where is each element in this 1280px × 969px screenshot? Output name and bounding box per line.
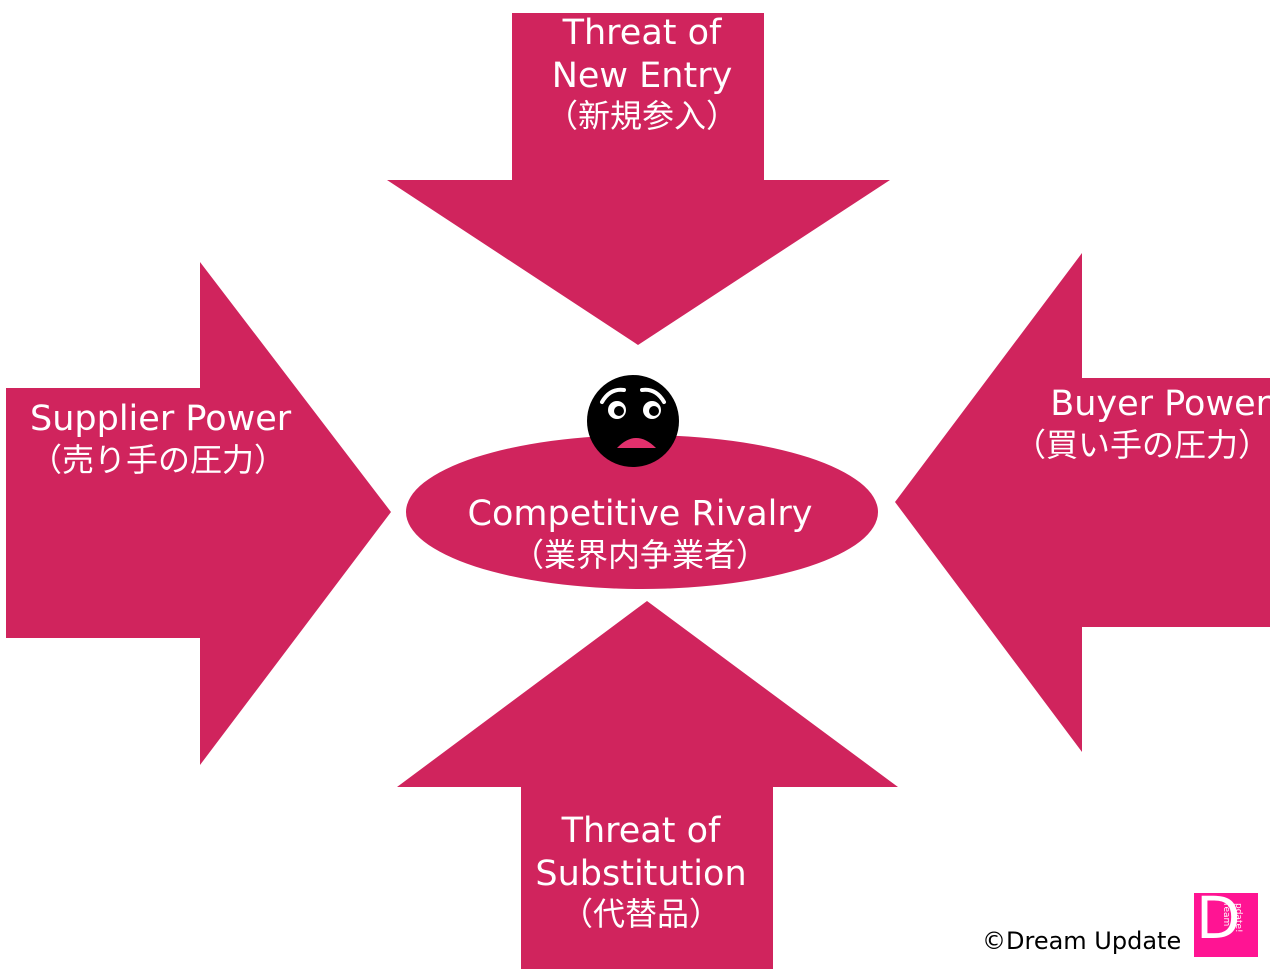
center-ellipse	[406, 435, 878, 589]
bottom-arrow	[397, 601, 898, 969]
right-force-japanese: （買い手の圧力）	[1013, 425, 1270, 464]
left-force-title: Supplier Power	[30, 399, 292, 439]
top-force-title-line1: Threat of	[562, 13, 722, 53]
left-arrow	[6, 262, 391, 765]
top-arrow	[387, 13, 890, 345]
top-force-title-line2: New Entry	[551, 55, 733, 96]
center-force-label: Competitive Rivalry （業界内争業者）	[420, 493, 860, 575]
bottom-force-japanese: （代替品）	[560, 895, 721, 934]
logo-text-line2: pdate!	[1232, 903, 1243, 933]
logo-text-line1: ream	[1220, 903, 1231, 927]
center-force-title: Competitive Rivalry	[467, 494, 813, 534]
left-force-japanese: （売り手の圧力）	[30, 440, 287, 479]
right-force-title: Buyer Power	[1050, 384, 1270, 424]
bottom-force-title-line2: Substitution	[535, 853, 747, 894]
center-force-japanese: （業界内争業者）	[511, 535, 768, 574]
left-force-label: Supplier Power （売り手の圧力）	[20, 398, 320, 480]
top-force-japanese: （新規参入）	[545, 97, 738, 136]
worried-face-icon	[587, 375, 679, 467]
dream-update-logo: D ream pdate!	[1194, 889, 1258, 957]
logo-letter: D	[1196, 884, 1241, 952]
right-force-label: Buyer Power （買い手の圧力）	[985, 383, 1270, 465]
copyright-credit: ©Dream Update	[982, 927, 1182, 955]
bottom-force-title-line1: Threat of	[561, 811, 721, 851]
right-arrow	[895, 253, 1270, 752]
bottom-force-label: Threat of Substitution （代替品）	[521, 810, 761, 934]
top-force-label: Threat of New Entry （新規参入）	[512, 12, 772, 136]
